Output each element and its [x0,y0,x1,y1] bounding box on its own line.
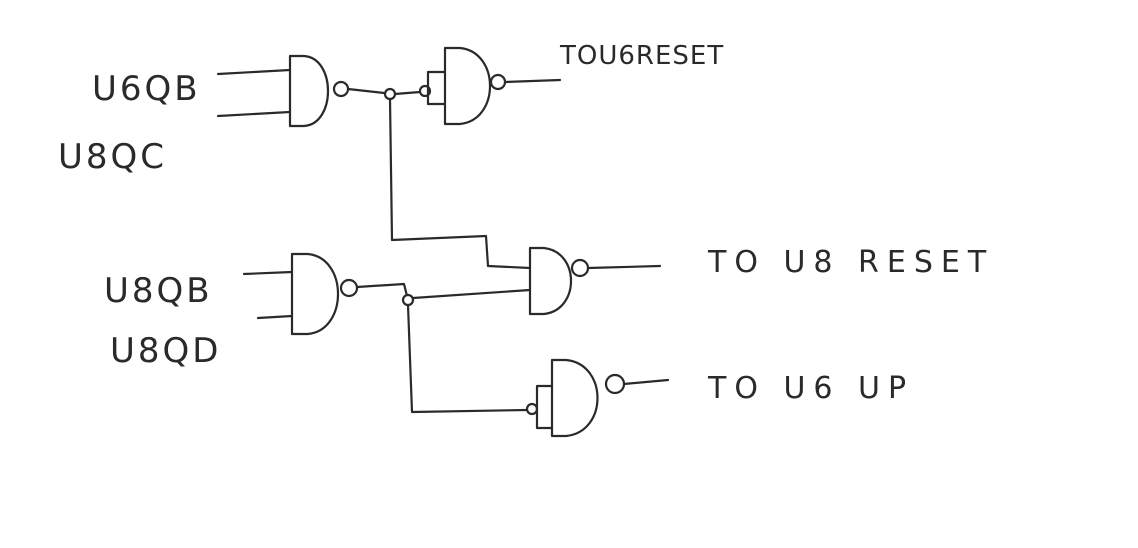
nand-gate-1 [216,54,386,128]
nand-gate-4 [528,246,662,316]
nand-gate-5 [535,358,670,438]
wire-gate1-to-gate4 [388,97,532,270]
output-label-u6-reset: TOU6RESET [559,41,724,71]
input-label-u6qb: U6QB [92,69,201,109]
junction-gate5-input [525,402,539,416]
junction-gate1-output [383,87,397,101]
wire-gate1-to-gate2 [393,90,422,96]
input-label-u8qd: U8QD [110,331,221,371]
input-label-u8qb: U8QB [104,271,213,311]
junction-gate3-output [401,293,415,307]
wire-gate3-to-gate5 [406,303,529,414]
output-label-u8-reset: TO U8 RESET [707,245,994,280]
output-label-u6-up: TO U6 UP [707,371,914,406]
nand-gate-3 [242,252,409,336]
nand-gate-2 [426,46,562,126]
input-label-u8qc: U8QC [58,137,167,177]
wire-gate3-to-gate4 [411,288,532,300]
